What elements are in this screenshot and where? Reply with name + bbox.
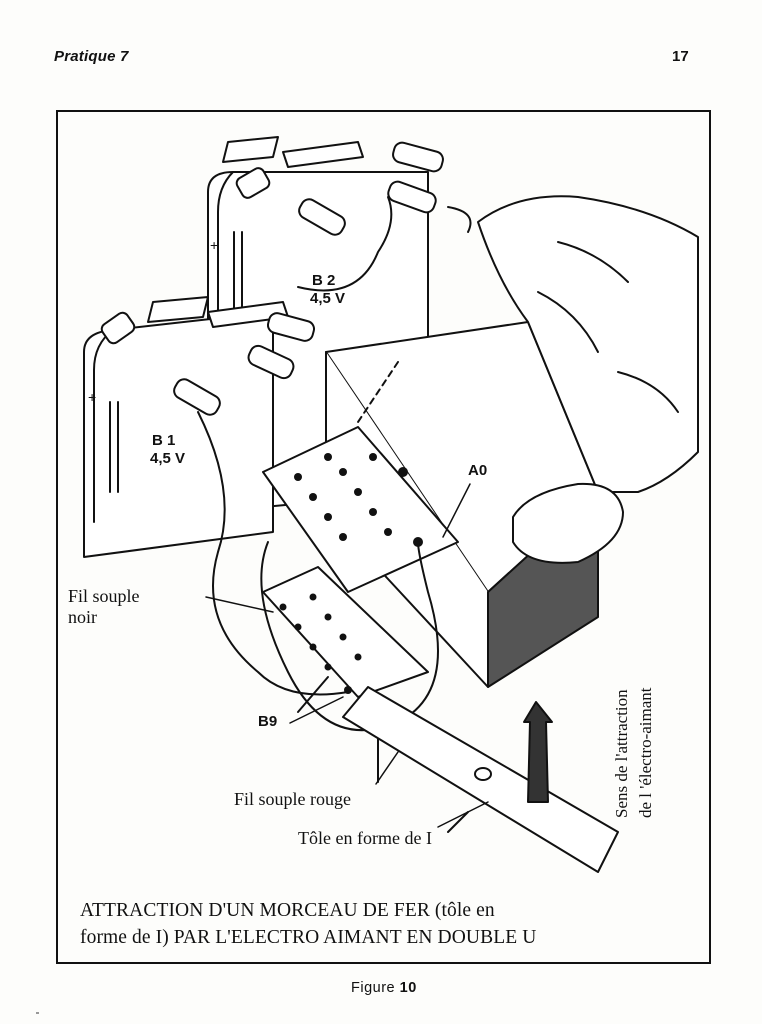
- running-title: Pratique 7: [54, 48, 129, 65]
- caption-line-1: ATTRACTION D'UN MORCEAU DE FER (tôle en: [80, 900, 495, 921]
- hand: [477, 195, 699, 564]
- label-b2-voltage: 4,5 V: [310, 290, 346, 307]
- label-sens-attraction: Sens de l'attraction de l 'électro-aiman…: [598, 572, 658, 832]
- label-b2-name: B 2: [312, 272, 336, 289]
- scan-speck: [36, 1012, 39, 1014]
- figure-number: Figure 10: [351, 980, 417, 996]
- page-number: 17: [672, 48, 689, 65]
- label-fil-rouge: Fil souple rouge: [234, 789, 351, 809]
- label-b9: B9: [258, 713, 278, 730]
- label-sens-line2: de l 'électro-aimant: [636, 687, 655, 819]
- label-tole: Tôle en forme de I: [298, 828, 432, 848]
- caption-line-2: forme de I) PAR L'ELECTRO AIMANT EN DOUB…: [80, 927, 537, 948]
- battery-b1: +: [83, 311, 274, 558]
- terminal-board: [262, 426, 459, 698]
- svg-text:+: +: [210, 237, 218, 253]
- figure-word: Figure: [351, 980, 396, 996]
- label-fil-noir-1: Fil souple: [68, 586, 140, 606]
- attraction-arrow-icon: [523, 701, 553, 803]
- label-b1-name: B 1: [152, 432, 176, 449]
- leader-lines: [205, 483, 489, 828]
- label-sens-line1: Sens de l'attraction: [612, 689, 631, 818]
- figure-caption: ATTRACTION D'UN MORCEAU DE FER (tôle en …: [80, 897, 700, 951]
- screws: [279, 453, 423, 694]
- illustration: + +: [83, 136, 699, 873]
- svg-text:+: +: [88, 389, 96, 405]
- label-a0: A0: [468, 462, 488, 479]
- label-fil-noir-2: noir: [68, 607, 97, 627]
- figure-num: 10: [399, 980, 417, 996]
- label-b1-voltage: 4,5 V: [150, 450, 186, 467]
- figure-frame: + +: [56, 110, 711, 964]
- wires: [197, 196, 472, 833]
- clips: [100, 136, 444, 416]
